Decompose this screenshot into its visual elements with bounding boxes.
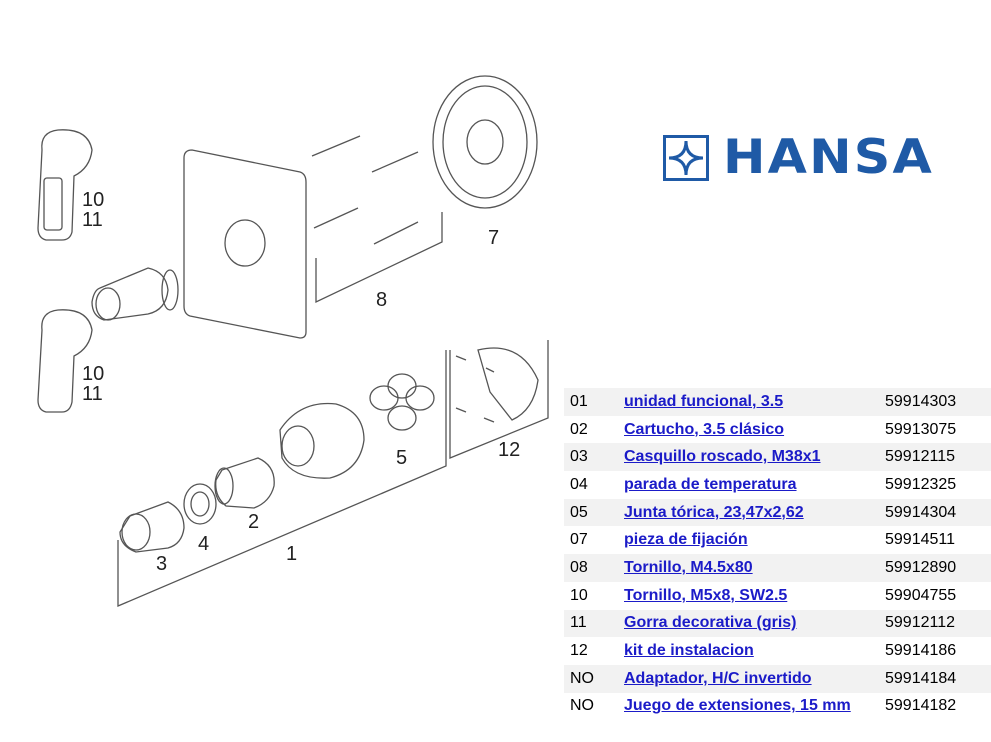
part-link[interactable]: Cartucho, 3.5 clásico <box>624 420 785 438</box>
callout-11: 11 <box>82 383 103 405</box>
callout-7: 7 <box>488 227 499 249</box>
part-number: 07 <box>564 526 618 555</box>
article-number: 59914304 <box>879 498 991 527</box>
table-row: 08 Tornillo, M4.5x80 59912890 <box>564 554 991 582</box>
callout-11: 11 <box>82 209 103 231</box>
table-row: 05 Junta tórica, 23,47x2,62 59914304 <box>564 498 991 527</box>
fixing-ring <box>432 75 538 209</box>
part-link[interactable]: Tornillo, M4.5x80 <box>624 558 753 576</box>
part-number: 05 <box>564 498 618 527</box>
sleeve-part <box>91 267 179 321</box>
screws-8 <box>311 135 443 304</box>
cover-plate <box>183 149 307 339</box>
part-link[interactable]: Junta tórica, 23,47x2,62 <box>624 503 804 521</box>
temperature-stop <box>183 483 217 525</box>
table-row: 12 kit de instalacion 59914186 <box>564 637 991 665</box>
bracket-1 <box>117 350 447 607</box>
brand-name: HANSA <box>723 130 934 185</box>
article-number: 59914511 <box>879 526 991 555</box>
table-row: 11 Gorra decorativa (gris) 59912112 <box>564 609 991 638</box>
callout-12: 12 <box>498 439 520 461</box>
part-number: NO <box>564 692 618 721</box>
table-row: 01 unidad funcional, 3.5 59914303 <box>564 388 991 416</box>
part-link[interactable]: Tornillo, M5x8, SW2.5 <box>624 586 788 604</box>
part-number: 11 <box>564 609 618 638</box>
part-number: 08 <box>564 554 618 582</box>
brand-logo: HANSA <box>663 133 932 183</box>
article-number: 59913075 <box>879 415 991 444</box>
table-row: 07 pieza de fijación 59914511 <box>564 526 991 555</box>
threaded-bush <box>119 501 185 553</box>
part-link[interactable]: Juego de extensiones, 15 mm <box>624 697 851 715</box>
table-row: 04 parada de temperatura 59912325 <box>564 471 991 499</box>
callout-10: 10 <box>82 189 104 211</box>
callout-4: 4 <box>198 533 209 555</box>
article-number: 59904755 <box>879 581 991 610</box>
part-number: 12 <box>564 637 618 665</box>
part-link[interactable]: kit de instalacion <box>624 642 754 660</box>
part-number: 01 <box>564 388 618 416</box>
callout-5: 5 <box>396 447 407 469</box>
exploded-parts-diagram: 10 11 10 11 7 8 12 5 2 1 3 4 <box>37 75 549 607</box>
part-number: 04 <box>564 471 618 499</box>
cartridge <box>214 457 275 509</box>
article-number: 59912112 <box>879 609 991 638</box>
part-number: 02 <box>564 415 618 444</box>
table-row: NO Adaptador, H/C invertido 59914184 <box>564 664 991 693</box>
parts-list-table: 01 unidad funcional, 3.5 59914303 02 Cartuc… <box>564 388 991 721</box>
callout-2: 2 <box>248 511 259 533</box>
part-link[interactable]: parada de temperatura <box>624 475 797 493</box>
installation-kit <box>449 340 549 459</box>
part-link[interactable]: unidad funcional, 3.5 <box>624 392 784 410</box>
article-number: 59914303 <box>879 388 991 416</box>
article-number: 59912115 <box>879 443 991 472</box>
part-link[interactable]: Casquillo roscado, M38x1 <box>624 448 821 466</box>
part-number: NO <box>564 664 618 693</box>
article-number: 59914184 <box>879 664 991 693</box>
part-number: 03 <box>564 443 618 472</box>
article-number: 59912325 <box>879 471 991 499</box>
article-number: 59914186 <box>879 637 991 665</box>
brand-mark-icon <box>663 135 709 181</box>
table-row: 03 Casquillo roscado, M38x1 59912115 <box>564 443 991 472</box>
table-row: NO Juego de extensiones, 15 mm 59914182 <box>564 692 991 721</box>
article-number: 59914182 <box>879 692 991 721</box>
lever-handle-bottom <box>37 309 93 413</box>
article-number: 59912890 <box>879 554 991 582</box>
part-link[interactable]: Gorra decorativa (gris) <box>624 614 797 632</box>
table-row: 02 Cartucho, 3.5 clásico 59913075 <box>564 415 991 444</box>
part-number: 10 <box>564 581 618 610</box>
lever-handle-top <box>37 129 93 241</box>
table-row: 10 Tornillo, M5x8, SW2.5 59904755 <box>564 581 991 610</box>
o-rings <box>369 373 435 431</box>
callout-3: 3 <box>156 553 167 575</box>
callout-1: 1 <box>286 543 297 565</box>
callout-8: 8 <box>376 289 387 311</box>
part-link[interactable]: pieza de fijación <box>624 531 748 549</box>
callout-10: 10 <box>82 363 104 385</box>
functional-unit <box>279 402 365 479</box>
part-link[interactable]: Adaptador, H/C invertido <box>624 669 812 687</box>
